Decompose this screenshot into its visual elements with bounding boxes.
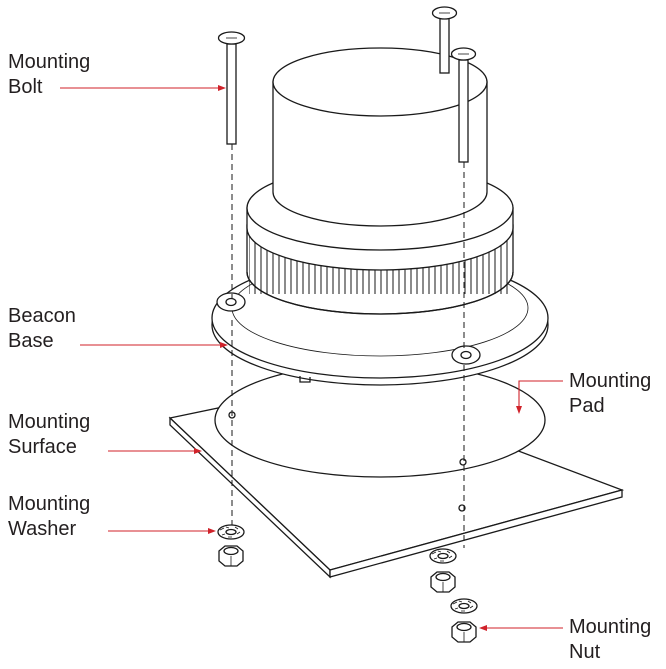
- label-mounting-pad: Mounting Pad: [569, 370, 652, 417]
- mounting-washer-right-lower: [450, 598, 478, 614]
- label-beacon-base: Beacon Base: [8, 305, 76, 352]
- mounting-washer-left: [217, 524, 245, 540]
- label-mounting-surface: Mounting Surface: [8, 411, 91, 458]
- mounting-washer-right-upper: [429, 548, 457, 564]
- leader-beacon-base: [80, 342, 228, 348]
- leader-mounting-surface: [108, 448, 202, 454]
- leader-mounting-washer: [108, 528, 216, 534]
- bolt-axis-lines: [231, 144, 465, 548]
- label-mounting-washer: Mounting Washer: [8, 493, 91, 540]
- label-mounting-bolt: Mounting Bolt: [8, 51, 91, 98]
- mounting-nut-left: [218, 545, 244, 567]
- label-mounting-nut: Mounting Nut: [569, 616, 652, 663]
- beacon-dome-lens: [272, 47, 488, 227]
- mounting-nut-right-lower: [451, 621, 477, 643]
- leader-mounting-pad: [516, 380, 563, 414]
- mounting-bolt-back: [431, 6, 458, 74]
- mounting-nut-right-upper: [430, 571, 456, 593]
- leader-mounting-bolt: [60, 85, 226, 91]
- leader-mounting-nut: [479, 625, 563, 631]
